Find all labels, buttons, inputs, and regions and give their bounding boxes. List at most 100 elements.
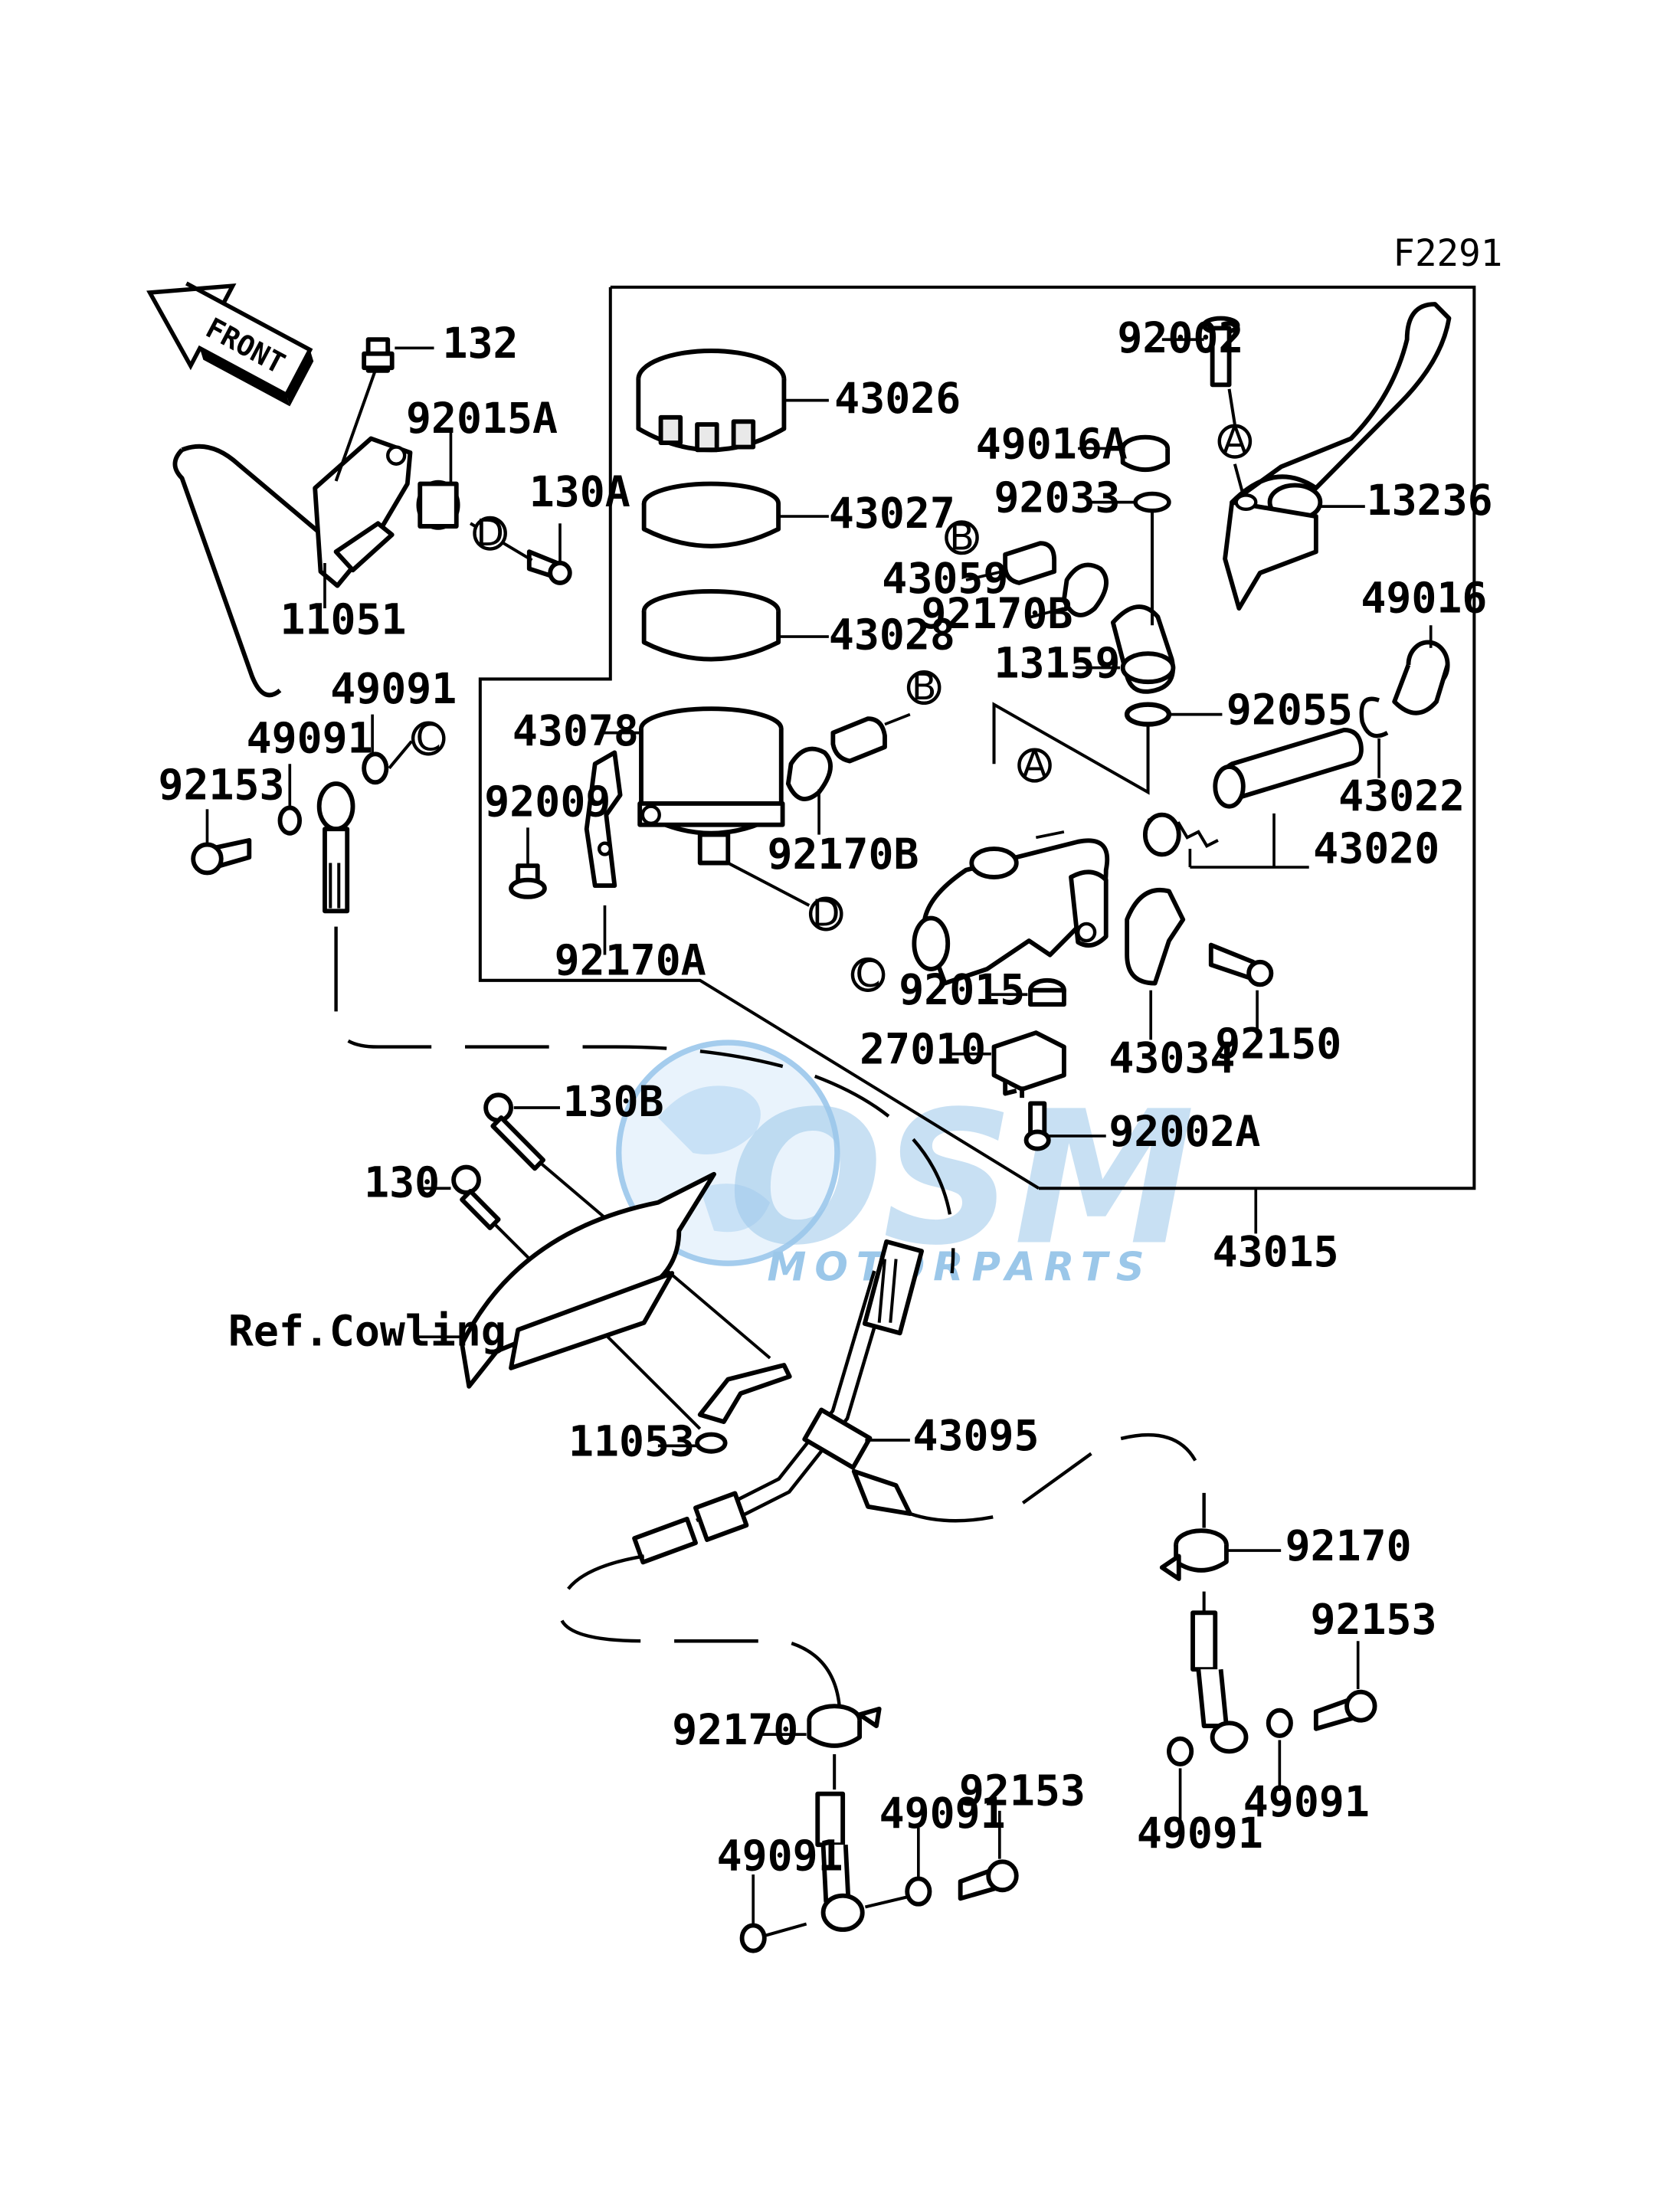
banjo-right xyxy=(1190,1591,1249,1754)
svg-text:A: A xyxy=(1022,744,1047,786)
hose-43059-upper xyxy=(965,541,1057,585)
washer-49091-right-b xyxy=(1266,1708,1293,1791)
label-130B: 130B xyxy=(563,1077,664,1126)
bolt-92153-upper xyxy=(191,809,252,876)
bolt-92150 xyxy=(1208,942,1274,1030)
boot-49016 xyxy=(1392,625,1450,715)
clamp-92170B-lower xyxy=(785,746,833,835)
lever-13236 xyxy=(1223,302,1452,611)
label-130: 130 xyxy=(364,1157,440,1207)
washer-49091-right-a xyxy=(1167,1736,1194,1822)
label-49091-left-a: 49091 xyxy=(717,1831,843,1880)
label-92002A: 92002A xyxy=(1109,1107,1260,1156)
label-11051: 11051 xyxy=(280,594,406,643)
label-92150: 92150 xyxy=(1215,1019,1341,1068)
label-132: 132 xyxy=(442,319,518,368)
circlip-43022 xyxy=(1359,696,1389,778)
label-13236: 13236 xyxy=(1367,476,1493,525)
clamp-92170-left xyxy=(758,1704,882,1748)
svg-text:B: B xyxy=(912,666,937,709)
callout-A-upper: A xyxy=(1217,421,1253,463)
bracket-11053 xyxy=(657,1363,792,1454)
fitting-13159 xyxy=(1075,604,1176,694)
svg-text:C: C xyxy=(855,954,880,996)
label-92170B-upper: 92170B xyxy=(921,589,1073,638)
switch-27010 xyxy=(946,1030,1066,1098)
reservoir-cap-43026 xyxy=(636,349,829,453)
bracket-92170A xyxy=(584,750,623,955)
bolt-92153-right xyxy=(1313,1641,1377,1731)
callout-B-lower: B xyxy=(906,666,942,709)
reservoir-43078 xyxy=(601,706,811,907)
banjo-upper-left xyxy=(277,714,413,914)
label-43022: 43022 xyxy=(1338,771,1465,820)
banjo-left-lower xyxy=(755,1753,913,1940)
label-49091-upper-right: 49091 xyxy=(330,664,457,713)
clamp-92170B-upper xyxy=(1026,562,1109,620)
clamp-43034 xyxy=(1125,888,1186,1040)
bracket-11051 xyxy=(172,436,413,698)
label-43020: 43020 xyxy=(1313,823,1439,873)
snapring-92033 xyxy=(1092,491,1171,626)
callout-C-left: C xyxy=(411,717,446,760)
label-49091-right-b: 49091 xyxy=(1243,1777,1370,1826)
diaphragm-43028 xyxy=(641,588,829,662)
callout-D-left: D xyxy=(473,512,507,555)
label-49091-left-b: 49091 xyxy=(879,1789,1006,1838)
label-43027: 43027 xyxy=(829,489,955,538)
pivot-bolt-92002 xyxy=(1161,316,1240,425)
label-43028: 43028 xyxy=(829,610,955,659)
oring-92055 xyxy=(992,702,1223,795)
label-92153-upper: 92153 xyxy=(159,760,285,809)
part-labels: 132 92015A 130A 11051 49091 49091 92153 … xyxy=(159,313,1493,1881)
label-43015: 43015 xyxy=(1213,1227,1339,1276)
label-49091-upper-left: 49091 xyxy=(247,713,373,762)
hose-routing-line xyxy=(334,926,955,1274)
label-49016A: 49016A xyxy=(976,419,1128,468)
nut-92015 xyxy=(991,977,1066,1007)
svg-text:A: A xyxy=(1223,421,1248,463)
hose-routing-right xyxy=(909,1432,1206,1528)
label-13159: 13159 xyxy=(994,638,1121,687)
collar-92015A xyxy=(416,431,460,530)
label-43059: 43059 xyxy=(882,554,1008,603)
label-92170-left: 92170 xyxy=(672,1705,798,1754)
screw-92002A xyxy=(1023,1101,1106,1151)
label-43078: 43078 xyxy=(513,706,639,755)
callout-D-reservoir: D xyxy=(808,892,843,935)
label-130A: 130A xyxy=(529,467,630,516)
label-92055: 92055 xyxy=(1226,685,1353,734)
master-cylinder-body xyxy=(912,830,1110,986)
washer-49091-left-a xyxy=(739,1874,767,1953)
label-92170A: 92170A xyxy=(555,935,706,984)
callout-A-lower: A xyxy=(1017,744,1052,787)
label-92153-right: 92153 xyxy=(1311,1595,1437,1644)
front-arrow: FRONT xyxy=(146,281,314,407)
svg-text:C: C xyxy=(416,717,441,759)
watermark-sub: MOTORPARTS xyxy=(767,1244,1152,1290)
label-27010: 27010 xyxy=(860,1024,986,1073)
washer-49091-left-b xyxy=(905,1827,932,1907)
bolt-132 xyxy=(334,337,434,482)
screw-92009 xyxy=(509,827,547,899)
label-43034: 43034 xyxy=(1109,1033,1235,1082)
watermark-brand: OSM xyxy=(728,1072,1194,1285)
hose-routing-lower-left xyxy=(558,1554,842,1719)
figure-code: F2291 xyxy=(1393,233,1502,275)
label-43095: 43095 xyxy=(913,1411,1040,1460)
label-92002: 92002 xyxy=(1117,313,1243,362)
hose-end-left xyxy=(632,1491,749,1565)
bolt-130B xyxy=(483,1092,771,1360)
label-49016: 49016 xyxy=(1361,573,1487,622)
label-92033: 92033 xyxy=(994,473,1121,522)
svg-text:D: D xyxy=(812,892,840,935)
cowling-reference xyxy=(417,1171,716,1389)
svg-text:B: B xyxy=(949,516,974,558)
svg-text:D: D xyxy=(476,512,504,555)
label-92153-left: 92153 xyxy=(959,1766,1086,1815)
grommet-49016A xyxy=(1078,434,1171,472)
label-92015: 92015 xyxy=(899,965,1025,1014)
label-92009: 92009 xyxy=(484,777,611,826)
diaphragm-plate-43027 xyxy=(641,481,829,548)
